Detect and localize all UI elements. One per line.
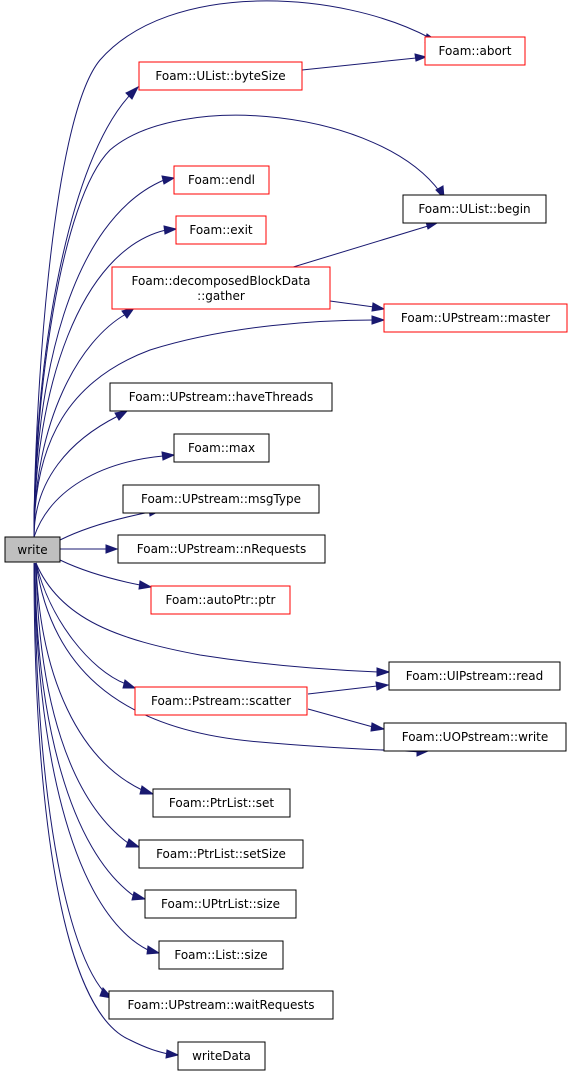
node-pstream-scatter[interactable]: Foam::Pstream::scatter: [134, 686, 308, 716]
edge-write-msgtype: [59, 511, 151, 541]
edge-write-exit: [33, 229, 167, 538]
node-upstream-waitrequests[interactable]: Foam::UPstream::waitRequests: [108, 990, 334, 1020]
edge-write-listsize: [34, 562, 149, 951]
edge-write-begin: [33, 114, 441, 538]
node-endl-label: Foam::endl: [188, 173, 255, 187]
edge-write-abort: [33, 0, 431, 538]
edge-scatter-uopwrite: [307, 708, 374, 728]
edge-arrow-listsize: [146, 945, 161, 955]
node-uopstream-write[interactable]: Foam::UOPstream::write: [383, 722, 567, 752]
node-ulist-begin-label: Foam::UList::begin: [418, 202, 530, 216]
node-upstream-master-label: Foam::UPstream::master: [401, 311, 550, 325]
edge-arrow-nrequests: [105, 544, 119, 554]
edge-arrow-max: [161, 451, 176, 461]
node-max-label: Foam::max: [188, 441, 255, 455]
node-gather-label-line2: ::gather: [197, 289, 245, 303]
edge-write-scatter: [35, 562, 127, 685]
edge-write-bytesize: [33, 94, 131, 538]
node-write-label: write: [17, 543, 47, 557]
edge-bytesize-abort: [301, 57, 417, 71]
node-ulist-bytesize-label: Foam::UList::byteSize: [155, 69, 285, 83]
node-max[interactable]: Foam::max: [173, 433, 270, 463]
node-writedata[interactable]: writeData: [177, 1041, 266, 1071]
node-writedata-label: writeData: [192, 1049, 251, 1063]
edge-arrow-scatter-read: [375, 681, 390, 691]
node-upstream-msgtype[interactable]: Foam::UPstream::msgType: [122, 484, 320, 514]
node-autoptr-ptr[interactable]: Foam::autoPtr::ptr: [150, 585, 291, 615]
edge-write-setsize: [35, 562, 129, 844]
node-ulist-bytesize[interactable]: Foam::UList::byteSize: [138, 61, 303, 91]
node-ptrlist-setsize-label: Foam::PtrList::setSize: [156, 847, 286, 861]
edge-arrow-uptrsize: [131, 891, 147, 901]
edge-arrow-setsize: [125, 838, 141, 848]
edge-arrow-set: [139, 785, 155, 795]
node-list-size[interactable]: Foam::List::size: [158, 940, 284, 970]
edge-gather-begin: [289, 225, 429, 269]
node-upstream-havethreads-label: Foam::UPstream::haveThreads: [129, 390, 314, 404]
edge-write-gather: [33, 313, 127, 538]
node-endl[interactable]: Foam::endl: [173, 165, 270, 195]
edge-write-endl: [33, 179, 165, 538]
node-autoptr-ptr-label: Foam::autoPtr::ptr: [166, 593, 276, 607]
edge-arrow-bytesize-abort: [414, 53, 428, 62]
edge-write-waitrequests: [34, 562, 105, 993]
edge-arrow-scatter: [122, 679, 137, 689]
node-uptrlist-size-label: Foam::UPtrList::size: [161, 897, 280, 911]
edge-scatter-read: [307, 685, 378, 695]
node-upstream-nrequests[interactable]: Foam::UPstream::nRequests: [117, 534, 326, 564]
node-ptrlist-set-label: Foam::PtrList::set: [169, 796, 275, 810]
edge-write-uopwrite: [35, 562, 419, 753]
edge-write-set: [35, 562, 143, 791]
node-ulist-begin[interactable]: Foam::UList::begin: [402, 194, 547, 224]
edge-write-autoptr: [59, 559, 141, 586]
edge-arrow-bytesize: [125, 85, 140, 100]
edge-arrow-autoptr: [138, 580, 153, 590]
node-uipstream-read[interactable]: Foam::UIPstream::read: [388, 661, 561, 691]
nodes: write Foam::abort Foam::UList::byteSize …: [4, 36, 568, 1071]
node-pstream-scatter-label: Foam::Pstream::scatter: [151, 694, 291, 708]
node-abort-label: Foam::abort: [439, 44, 512, 58]
edge-write-writedata: [33, 562, 169, 1055]
edge-write-max: [33, 455, 164, 538]
node-ptrlist-setsize[interactable]: Foam::PtrList::setSize: [138, 839, 304, 869]
edge-write-havethreads: [33, 415, 119, 538]
edge-arrow-master: [371, 315, 386, 325]
node-ptrlist-set[interactable]: Foam::PtrList::set: [152, 788, 291, 818]
node-write[interactable]: write: [4, 536, 61, 563]
edge-write-uptrsize: [34, 562, 135, 897]
edges: [33, 0, 445, 1059]
edge-arrow-writedata: [165, 1049, 180, 1059]
node-uopstream-write-label: Foam::UOPstream::write: [402, 730, 549, 744]
node-abort[interactable]: Foam::abort: [424, 36, 526, 66]
edge-arrow-gather-master: [371, 302, 386, 312]
node-upstream-waitrequests-label: Foam::UPstream::waitRequests: [127, 998, 314, 1012]
node-upstream-master[interactable]: Foam::UPstream::master: [383, 303, 568, 333]
node-uptrlist-size[interactable]: Foam::UPtrList::size: [144, 889, 297, 919]
node-uipstream-read-label: Foam::UIPstream::read: [406, 669, 543, 683]
edge-arrow-read: [376, 667, 391, 677]
edge-arrow-havethreads: [114, 410, 129, 421]
edge-arrow-exit: [163, 225, 178, 235]
edge-write-master: [33, 319, 375, 538]
node-gather-label-line1: Foam::decomposedBlockData: [132, 274, 311, 288]
edge-gather-master: [329, 300, 375, 308]
edge-arrow-scatter-uopwrite: [370, 722, 386, 732]
node-upstream-msgtype-label: Foam::UPstream::msgType: [141, 492, 301, 506]
node-decomposedblockdata-gather[interactable]: Foam::decomposedBlockData ::gather: [111, 266, 331, 310]
node-upstream-nrequests-label: Foam::UPstream::nRequests: [137, 542, 307, 556]
edge-write-read: [35, 562, 379, 673]
edge-arrow-endl: [161, 175, 176, 185]
node-exit[interactable]: Foam::exit: [175, 215, 267, 245]
node-upstream-havethreads[interactable]: Foam::UPstream::haveThreads: [109, 382, 333, 412]
node-exit-label: Foam::exit: [189, 223, 253, 237]
node-list-size-label: Foam::List::size: [174, 948, 267, 962]
